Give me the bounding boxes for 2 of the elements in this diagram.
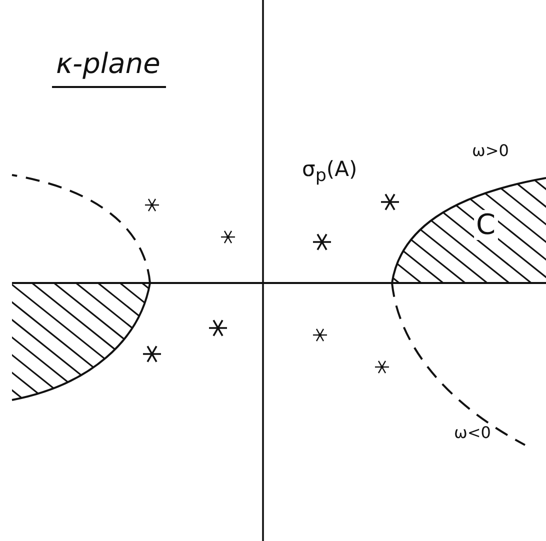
plane-title: κ-plane: [52, 50, 166, 88]
contour-label: C: [474, 210, 498, 240]
